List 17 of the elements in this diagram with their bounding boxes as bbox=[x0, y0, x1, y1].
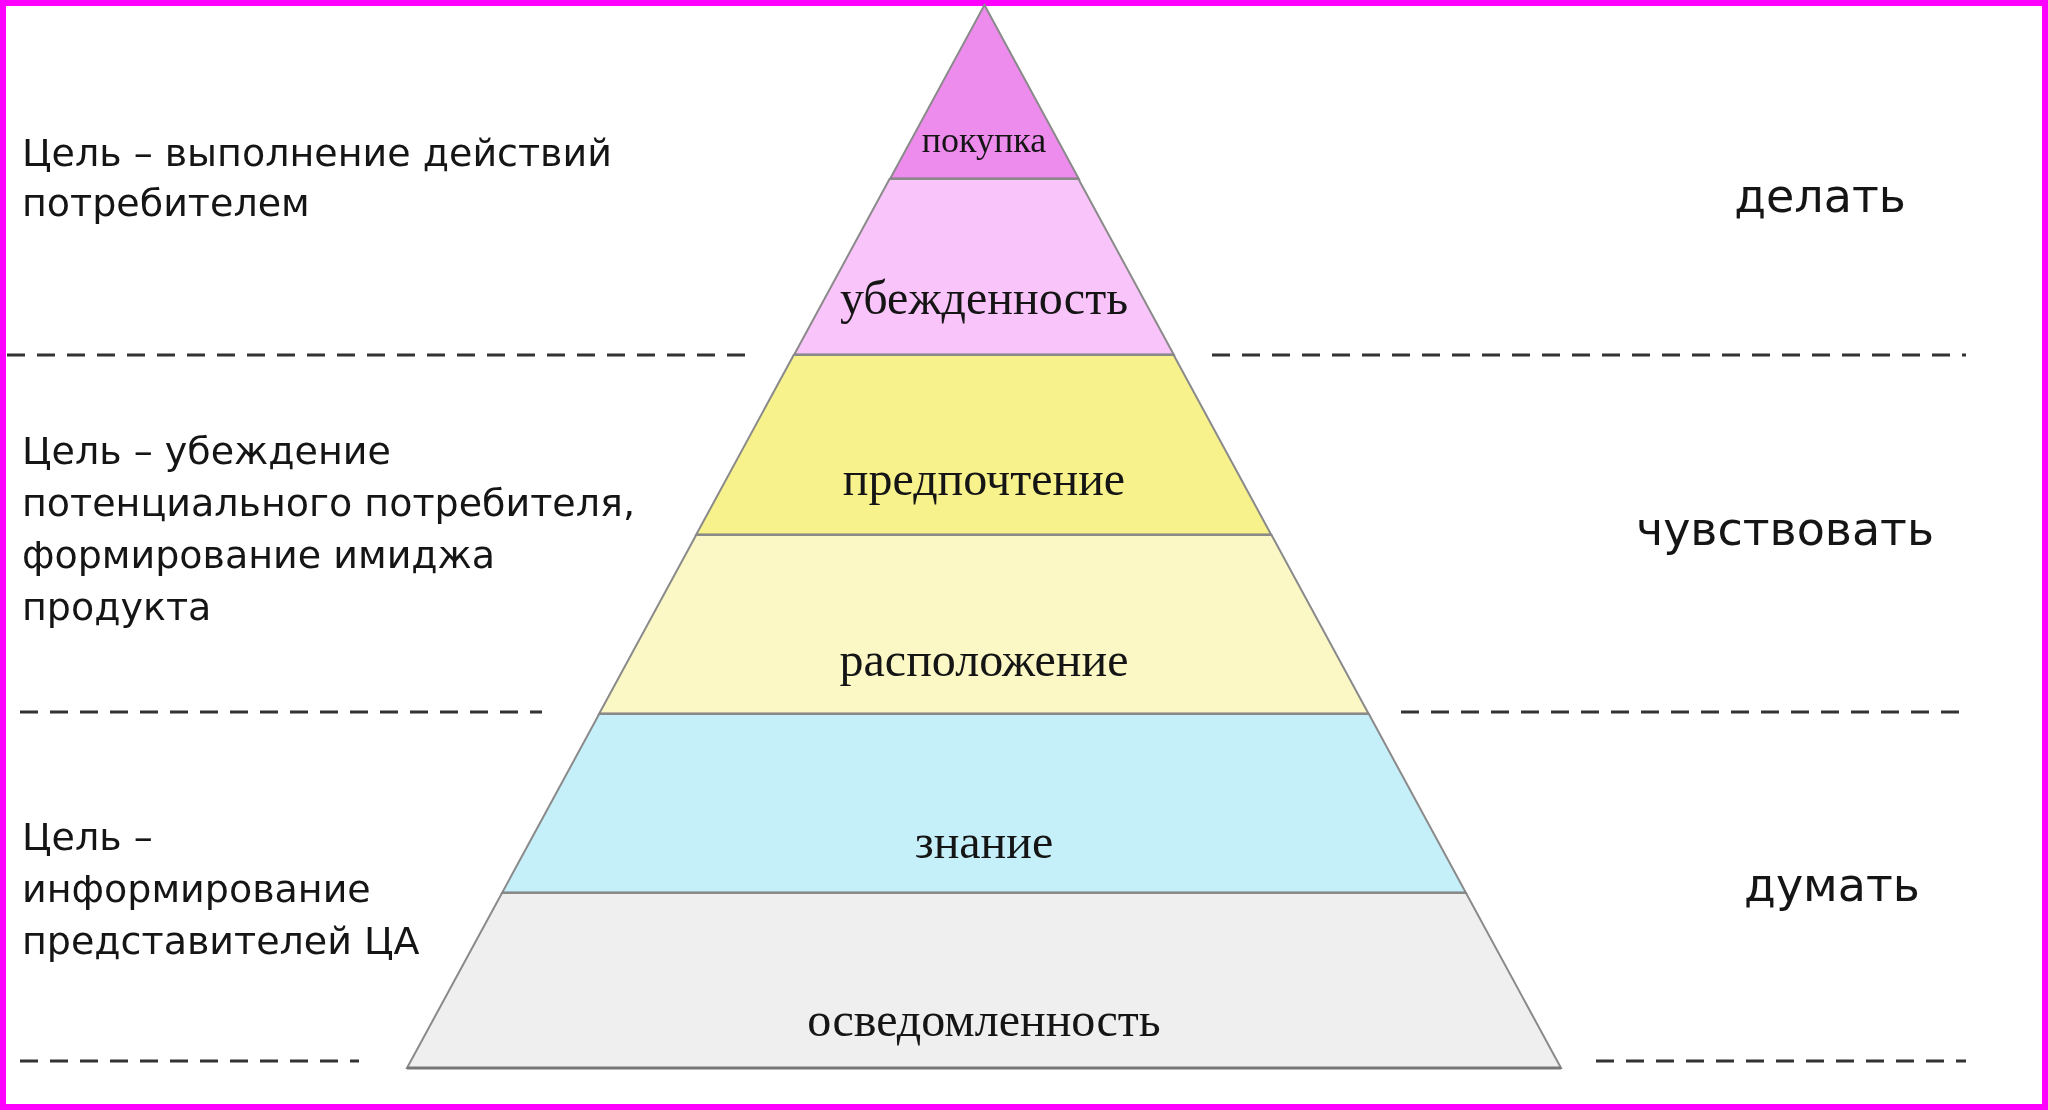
tier-label: предпочтение bbox=[842, 455, 1126, 503]
pyramid-tier bbox=[889, 5, 1079, 179]
stage-label: чувствовать bbox=[1634, 501, 1936, 558]
tier-label: знание bbox=[914, 818, 1054, 866]
pyramid-tier bbox=[696, 355, 1272, 535]
goal-description: Цель – убеждение потенциального потребителя, формирование имиджа продукта bbox=[22, 428, 636, 631]
tier-label: расположение bbox=[839, 636, 1129, 684]
stage-label: думать bbox=[1743, 857, 1921, 914]
pyramid-tier bbox=[599, 535, 1369, 714]
tier-label: покупка bbox=[921, 122, 1047, 158]
goal-description: Цель – выполнение действий потребителем bbox=[22, 130, 613, 227]
goal-description: Цель – информирование представителей ЦА bbox=[22, 814, 421, 965]
tier-label: осведомленность bbox=[807, 996, 1161, 1044]
tier-label: убежденность bbox=[839, 274, 1129, 322]
pyramid-tier bbox=[794, 179, 1174, 355]
stage-label: делать bbox=[1733, 168, 1907, 225]
pyramid-tier bbox=[502, 714, 1466, 893]
